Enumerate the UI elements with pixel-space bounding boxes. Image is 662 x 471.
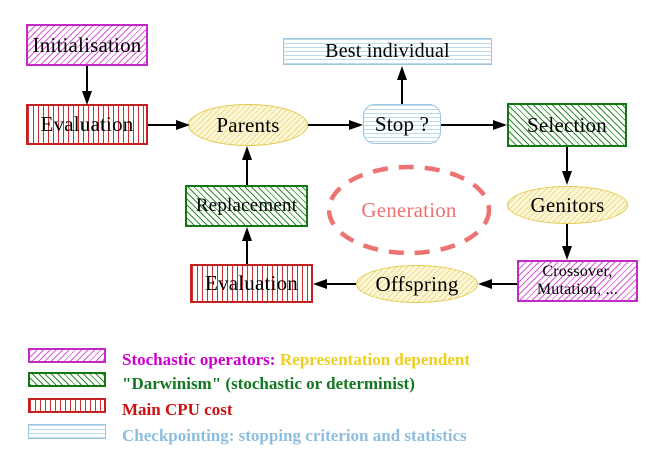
node-parents: Parents	[188, 104, 308, 146]
node-parents-label: Parents	[216, 112, 280, 137]
legend-label-checkpointing: Checkpointing: stopping criterion and st…	[122, 426, 467, 445]
node-evaluation-bottom-label: Evaluation	[205, 271, 298, 295]
node-evaluation-top: Evaluation	[26, 104, 148, 145]
legend-label-stochastic-operators: Stochastic operators:	[122, 350, 276, 369]
node-evaluation-bottom: Evaluation	[190, 264, 313, 303]
node-evaluation-top-label: Evaluation	[40, 112, 134, 136]
node-offspring-label: Offspring	[375, 271, 459, 296]
node-crossover-line1: Crossover,	[542, 263, 613, 280]
legend-swatch-checkpointing	[28, 424, 106, 439]
node-stop-label: Stop ?	[374, 111, 430, 136]
legend-label-main-cpu-cost: Main CPU cost	[122, 400, 233, 419]
node-initialisation: Initialisation	[26, 24, 148, 66]
node-replacement: Replacement	[185, 185, 308, 227]
node-generation-label: Generation	[361, 197, 457, 222]
node-best-individual: Best individual	[283, 38, 492, 65]
node-offspring: Offspring	[356, 265, 478, 303]
legend-swatch-main-cpu-cost	[28, 398, 106, 413]
legend-label-darwinism: "Darwinism" (stochastic or determinist)	[122, 374, 415, 393]
legend-swatch-stochastic-operators	[28, 348, 106, 363]
node-crossover-line2: Mutation, ...	[536, 281, 619, 298]
node-selection-label: Selection	[527, 112, 607, 137]
node-generation: Generation	[325, 163, 493, 257]
legend-label-representation-dependent: Representation dependent	[280, 350, 470, 369]
node-crossover-mutation: Crossover, Mutation, ...	[517, 260, 638, 302]
node-genitors-label: Genitors	[530, 192, 605, 217]
node-selection: Selection	[507, 103, 627, 147]
node-replacement-label: Replacement	[195, 195, 298, 216]
node-stop: Stop ?	[363, 104, 441, 144]
generation-dashed-ellipse-icon	[326, 164, 492, 256]
node-best-individual-label: Best individual	[325, 40, 450, 62]
node-genitors: Genitors	[507, 186, 628, 224]
legend-swatch-darwinism	[28, 372, 106, 387]
node-initialisation-label: Initialisation	[32, 32, 142, 57]
